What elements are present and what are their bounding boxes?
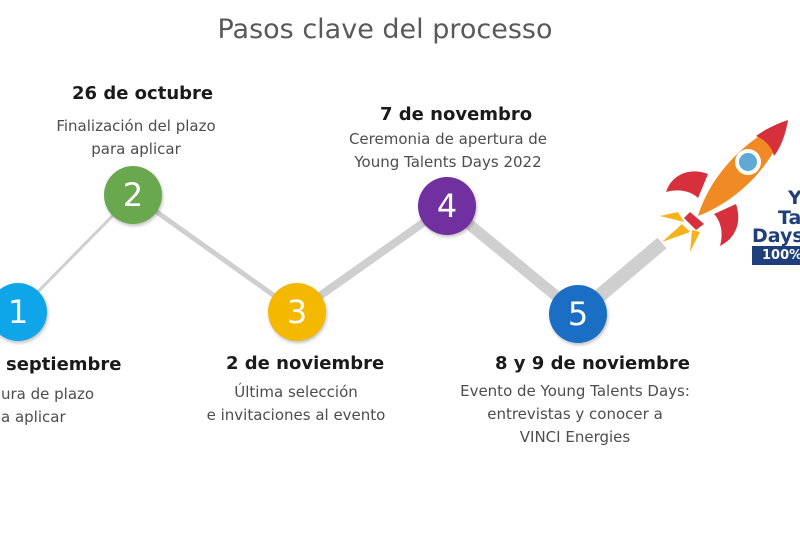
step-3-desc-line-2: e invitaciones al evento (206, 406, 386, 424)
step-1-desc-line-1: ura de plazo (1, 385, 95, 403)
rocket-icon (660, 120, 788, 252)
step-4-desc-line-2: Young Talents Days 2022 (354, 153, 542, 171)
step-3-date: 2 de noviembre (226, 353, 385, 374)
step-1-date: septiembre (6, 354, 122, 375)
brand-line-2: Ta (778, 207, 800, 229)
step-4-circle: 4 (418, 177, 476, 235)
connector-2-3 (131, 192, 299, 315)
step-1-circle: 1 (0, 283, 47, 341)
brand-badge: 100% (752, 246, 800, 265)
connector-3-4 (294, 202, 450, 316)
brand-line-1: Yo (788, 187, 800, 209)
step-5-desc-line-2: entrevistas y conocer a (487, 405, 663, 423)
step-5-desc-line-1: Evento de Young Talents Days: (460, 382, 690, 400)
step-2-date: 26 de octubre (72, 83, 214, 104)
page-title: Pasos clave del processo (217, 14, 553, 45)
brand-line-3: Days (752, 225, 800, 247)
step-5-circle: 5 (549, 285, 607, 343)
step-4-desc-line-1: Ceremonia de apertura de (348, 130, 548, 148)
step-1-desc-line-2: a aplicar (1, 408, 66, 426)
step-3-circle: 3 (268, 283, 326, 341)
step-4-date: 7 de novembro (380, 104, 533, 125)
step-5-desc-line-3: VINCI Energies (519, 428, 631, 446)
step-5-date: 8 y 9 de noviembre (495, 353, 690, 374)
step-2-circle: 2 (104, 166, 162, 224)
step-2-desc-line-2: para aplicar (91, 140, 181, 158)
step-2-desc-line-1: Finalización del plazo (56, 117, 216, 135)
step-3-desc-line-1: Última selección (234, 383, 358, 401)
